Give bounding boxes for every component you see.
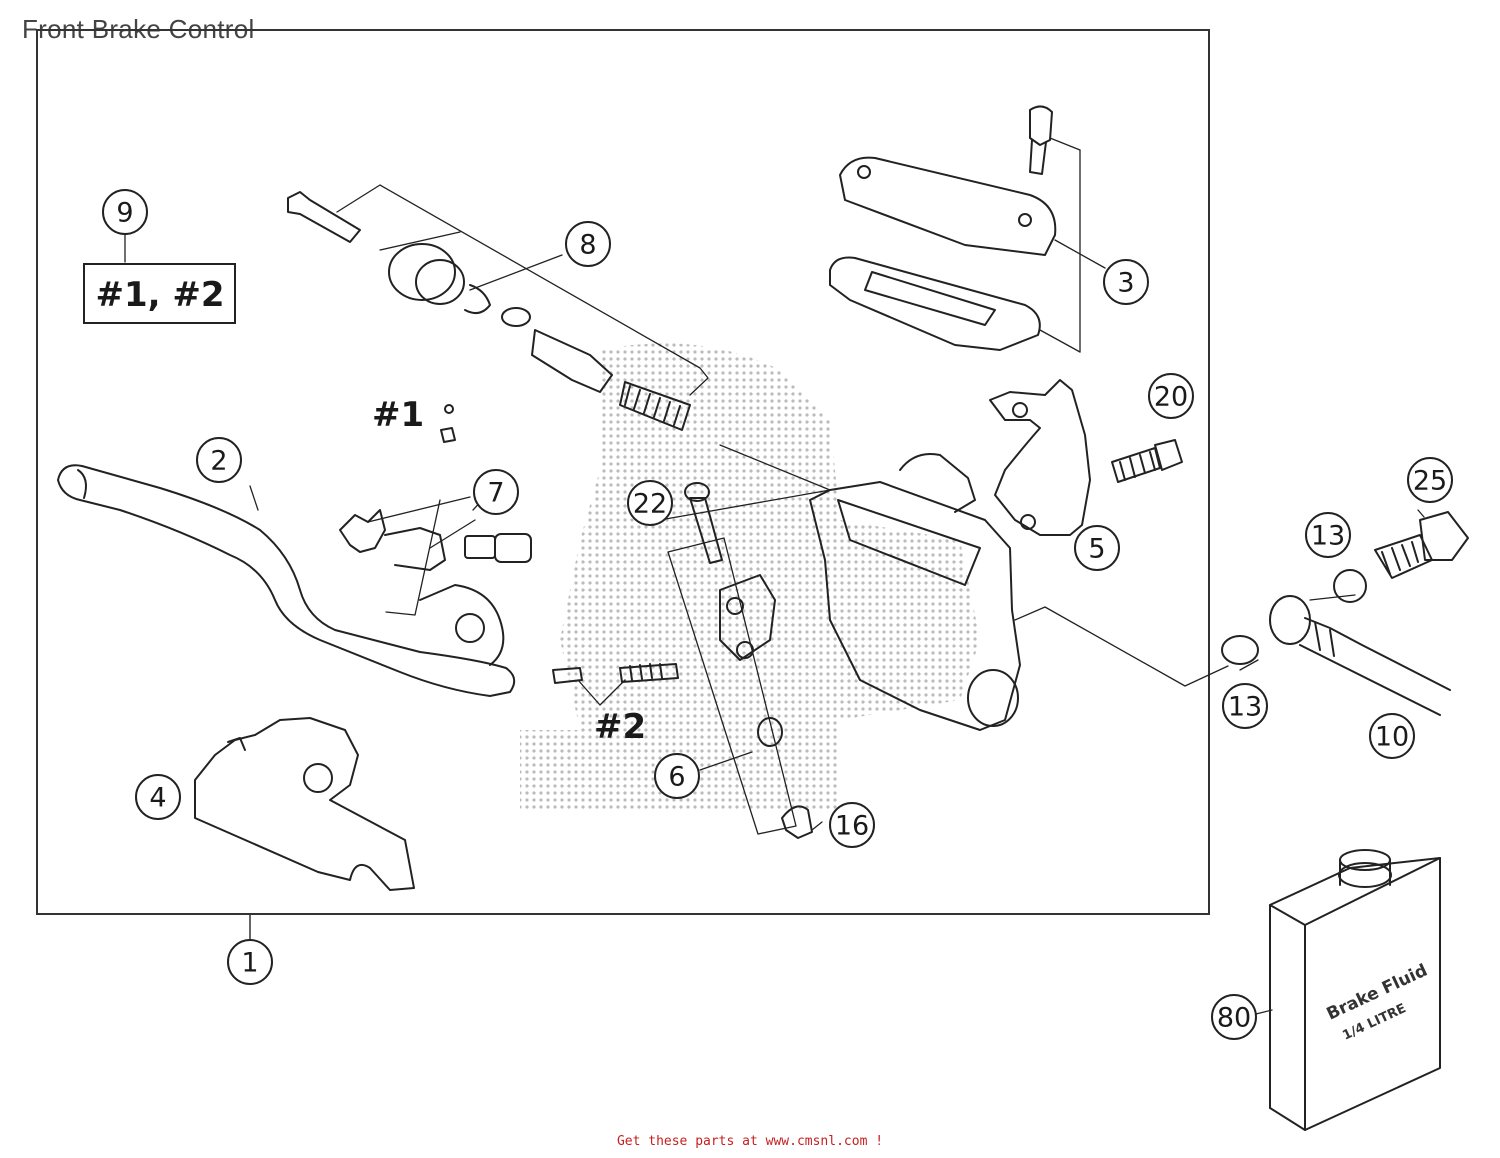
callout-4: 4 bbox=[135, 774, 181, 820]
callout-8: 8 bbox=[565, 221, 611, 267]
callout-2: 2 bbox=[196, 437, 242, 483]
leader-lines bbox=[124, 137, 1425, 1015]
symbol-hash2: #2 bbox=[594, 707, 646, 747]
watermark-logo bbox=[520, 343, 980, 810]
lever-guard-part bbox=[194, 717, 415, 891]
callout-3: 3 bbox=[1103, 259, 1149, 305]
assembly-frame bbox=[36, 29, 1210, 915]
callout-4-label: 4 bbox=[149, 783, 166, 814]
callout-5: 5 bbox=[1074, 525, 1120, 571]
callout-25-label: 25 bbox=[1413, 466, 1447, 497]
reservoir-cover-part bbox=[829, 105, 1057, 351]
callout-13-lower: 13 bbox=[1222, 683, 1268, 729]
symbol-hash1: #1 bbox=[372, 395, 424, 435]
callout-7: 7 bbox=[473, 469, 519, 515]
callout-9-label: 9 bbox=[116, 198, 133, 229]
callout-13-upper-label: 13 bbox=[1311, 521, 1345, 552]
callout-22-label: 22 bbox=[633, 489, 667, 520]
callout-13-upper: 13 bbox=[1305, 512, 1351, 558]
callout-8-label: 8 bbox=[579, 230, 596, 261]
callout-5-label: 5 bbox=[1088, 534, 1105, 565]
piston-assembly-part bbox=[287, 191, 691, 431]
small-screws-part bbox=[552, 482, 813, 839]
handlebar-clamp-part bbox=[989, 379, 1091, 536]
callout-80-label: 80 bbox=[1217, 1003, 1251, 1034]
callout-7-label: 7 bbox=[487, 478, 504, 509]
kit-box-text: #1, #2 bbox=[95, 275, 224, 315]
callout-9: 9 bbox=[102, 189, 148, 235]
callout-10: 10 bbox=[1369, 713, 1415, 759]
callout-6-label: 6 bbox=[668, 762, 685, 793]
brake-fluid-can-part bbox=[1269, 849, 1441, 1131]
brake-lever-part bbox=[57, 464, 516, 697]
callout-2-label: 2 bbox=[210, 446, 227, 477]
brake-hose-part bbox=[1221, 511, 1469, 716]
master-cylinder-body-part bbox=[719, 453, 1021, 731]
callout-16: 16 bbox=[829, 802, 875, 848]
callout-10-label: 10 bbox=[1375, 722, 1409, 753]
adjuster-part bbox=[339, 404, 532, 571]
callout-25: 25 bbox=[1407, 457, 1453, 503]
callout-6: 6 bbox=[654, 753, 700, 799]
callout-20: 20 bbox=[1148, 373, 1194, 419]
callout-1: 1 bbox=[227, 939, 273, 985]
callout-20-label: 20 bbox=[1154, 382, 1188, 413]
callout-80: 80 bbox=[1211, 994, 1257, 1040]
clamp-bolt-part bbox=[1111, 439, 1183, 483]
callout-22: 22 bbox=[627, 480, 673, 526]
callout-16-label: 16 bbox=[835, 811, 869, 842]
footer-link[interactable]: Get these parts at www.cmsnl.com ! bbox=[616, 1134, 884, 1149]
callout-1-label: 1 bbox=[241, 948, 258, 979]
kit-box: #1, #2 bbox=[83, 263, 236, 324]
callout-3-label: 3 bbox=[1117, 268, 1134, 299]
callout-13-lower-label: 13 bbox=[1228, 692, 1262, 723]
